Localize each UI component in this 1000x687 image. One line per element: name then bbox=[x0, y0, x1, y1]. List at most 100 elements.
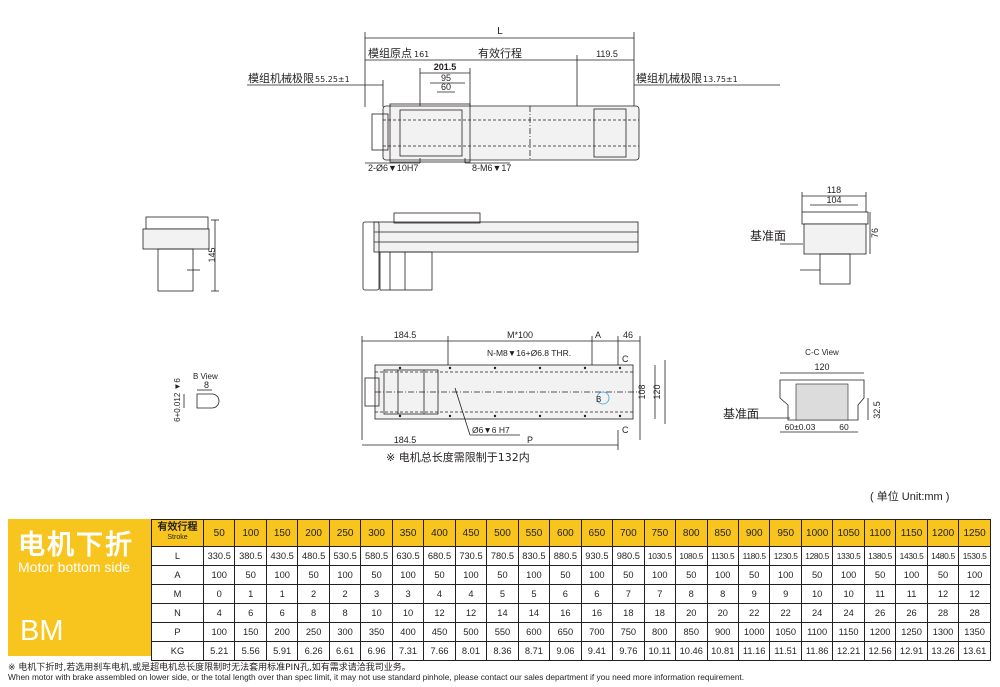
table-cell: 730.5 bbox=[454, 546, 488, 566]
table-cell: 600 bbox=[517, 622, 551, 642]
table-cell: 50 bbox=[612, 565, 645, 585]
table-cell: 28 bbox=[926, 603, 960, 623]
datum-end: 基准面 bbox=[750, 229, 786, 243]
table-cell: 7.66 bbox=[423, 641, 456, 661]
table-cell: 1380.5 bbox=[863, 546, 897, 566]
table-cell: 50 bbox=[423, 565, 456, 585]
table-cell: 2 bbox=[297, 584, 330, 604]
table-cell: 10 bbox=[360, 603, 393, 623]
table-cell: 10.11 bbox=[643, 641, 677, 661]
note-en: When motor with brake assembled on lower… bbox=[8, 672, 745, 682]
table-cell: 50 bbox=[863, 565, 897, 585]
table-cell: 5 bbox=[517, 584, 551, 604]
table-cell: 12.21 bbox=[832, 641, 865, 661]
stroke-header-cell: 200 bbox=[297, 519, 330, 547]
table-cell: 8 bbox=[706, 584, 739, 604]
stroke-header-cell: 650 bbox=[580, 519, 614, 547]
table-cell: 8.36 bbox=[486, 641, 519, 661]
b-marker bbox=[596, 391, 610, 405]
table-cell: 100 bbox=[202, 622, 236, 642]
datum-cc: 基准面 bbox=[723, 407, 759, 421]
table-cell: 11 bbox=[863, 584, 897, 604]
stroke-header-cell: 950 bbox=[769, 519, 802, 547]
table-cell: 1080.5 bbox=[675, 546, 708, 566]
dim-184-bottom: 184.5 bbox=[394, 435, 417, 445]
table-cell: 1130.5 bbox=[706, 546, 739, 566]
cc-view-title: C-C View bbox=[805, 348, 839, 357]
table-cell: 9.41 bbox=[580, 641, 614, 661]
table-cell: 630.5 bbox=[391, 546, 425, 566]
b-marker-label: B bbox=[596, 395, 601, 404]
table-cell: 100 bbox=[958, 565, 991, 585]
dim-46: 46 bbox=[623, 330, 633, 340]
table-cell: 100 bbox=[328, 565, 362, 585]
table-cell: 780.5 bbox=[486, 546, 519, 566]
table-cell: 1150 bbox=[832, 622, 865, 642]
table-cell: 580.5 bbox=[360, 546, 393, 566]
dim-76: 76 bbox=[870, 228, 880, 238]
stroke-header-cell: 250 bbox=[328, 519, 362, 547]
dim-184-top: 184.5 bbox=[394, 330, 417, 340]
table-cell: 1530.5 bbox=[958, 546, 991, 566]
table-cell: 22 bbox=[737, 603, 771, 623]
table-cell: 10.81 bbox=[706, 641, 739, 661]
table-cell: 20 bbox=[706, 603, 739, 623]
table-cell: 800 bbox=[643, 622, 677, 642]
table-cell: 5.21 bbox=[202, 641, 236, 661]
dim-m100: M*100 bbox=[507, 330, 533, 340]
table-cell: 1100 bbox=[800, 622, 834, 642]
mount-code: BM bbox=[20, 615, 64, 647]
table-cell: 50 bbox=[800, 565, 834, 585]
table-cell: 150 bbox=[234, 622, 267, 642]
table-cell: 500 bbox=[454, 622, 488, 642]
stroke-header-cell: 1150 bbox=[895, 519, 928, 547]
table-cell: 3 bbox=[360, 584, 393, 604]
table-cell: 10.46 bbox=[675, 641, 708, 661]
table-cell: 100 bbox=[580, 565, 614, 585]
table-cell: 200 bbox=[265, 622, 299, 642]
table-cell: 980.5 bbox=[612, 546, 645, 566]
mount-en: Motor bottom side bbox=[18, 559, 131, 575]
table-cell: 7 bbox=[612, 584, 645, 604]
table-cell: 930.5 bbox=[580, 546, 614, 566]
b-view bbox=[183, 389, 220, 409]
table-cell: 430.5 bbox=[265, 546, 299, 566]
table-cell: 24 bbox=[800, 603, 834, 623]
table-cell: 680.5 bbox=[423, 546, 456, 566]
stroke-header-cell: 400 bbox=[423, 519, 456, 547]
table-cell: 1250 bbox=[895, 622, 928, 642]
table-cell: 22 bbox=[769, 603, 802, 623]
dim-L: L bbox=[497, 26, 503, 37]
table-cell: 100 bbox=[706, 565, 739, 585]
table-cell: 250 bbox=[297, 622, 330, 642]
table-cell: 3 bbox=[391, 584, 425, 604]
cc-view bbox=[740, 372, 869, 433]
table-cell: 6.26 bbox=[297, 641, 330, 661]
table-cell: 100 bbox=[265, 565, 299, 585]
stroke-header-cell: 1250 bbox=[958, 519, 991, 547]
bottom-view bbox=[361, 336, 666, 450]
table-cell: 6 bbox=[234, 603, 267, 623]
table-cell: 14 bbox=[486, 603, 519, 623]
table-cell: 24 bbox=[832, 603, 865, 623]
dim-120: 120 bbox=[652, 384, 662, 399]
table-cell: 880.5 bbox=[549, 546, 582, 566]
table-cell: 10 bbox=[800, 584, 834, 604]
table-cell: 9 bbox=[769, 584, 802, 604]
table-cell: 100 bbox=[454, 565, 488, 585]
limit-right: 模组机械极限13.75±1 bbox=[636, 71, 738, 85]
stroke-header-cell: 1050 bbox=[832, 519, 865, 547]
holes-label-1: 2-Ø6▼10H7 bbox=[368, 163, 418, 173]
table-cell: 4 bbox=[202, 603, 236, 623]
stroke-header-cell: 750 bbox=[643, 519, 677, 547]
table-cell: 0 bbox=[202, 584, 236, 604]
table-cell: 50 bbox=[549, 565, 582, 585]
table-cell: 650 bbox=[549, 622, 582, 642]
